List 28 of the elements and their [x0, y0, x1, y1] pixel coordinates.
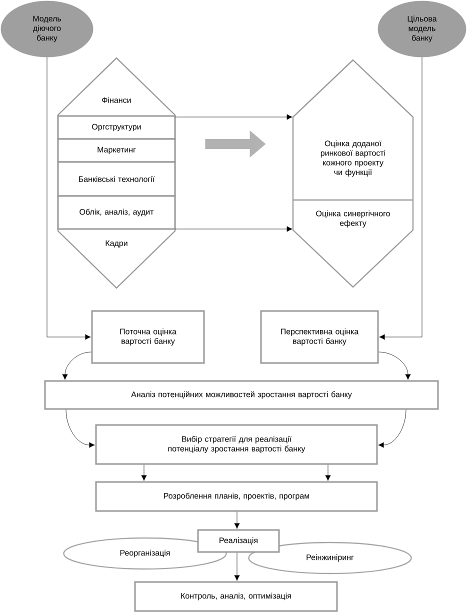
row-box: Оргструктури: [57, 115, 176, 140]
process-box: Розроблення планів, проектів, програм: [95, 481, 378, 512]
row-box: Маркетинг: [57, 138, 176, 163]
block-label: Оцінка доданої ринкової вартості кожного проекту чи функції: [320, 140, 386, 177]
arrow: [141, 464, 147, 481]
arrow: [62, 352, 92, 380]
arrow: [66, 410, 95, 448]
arrow: [378, 352, 411, 380]
arrow: [175, 114, 292, 120]
process-box: Контроль, аналіз, оптимізація: [134, 581, 338, 612]
arrow: [234, 512, 240, 529]
block-label: Фінанси: [102, 97, 131, 103]
block-label: Оцінка синергічного ефекту: [316, 210, 390, 228]
row-box: Банківські технології: [57, 161, 176, 197]
process-box: Вибір стратегії для реалізації потенціалу зростання вартості банку: [95, 424, 378, 465]
arrow: [325, 464, 331, 481]
process-box: Перспективна оцінка вартості банку: [260, 310, 379, 364]
process-box: Аналіз потенційних можливостей зростання вартості банку: [44, 380, 439, 410]
arrow: [379, 57, 422, 340]
row-box: Облік, аналіз, аудит: [57, 195, 176, 230]
arrow: [46, 57, 91, 340]
process-box: Поточна оцінка вартості банку: [91, 310, 205, 364]
block-label: Кадри: [106, 240, 128, 248]
process-box: Реалізація: [197, 529, 280, 553]
hexagon-block: [292, 59, 414, 288]
arrow: [234, 552, 240, 581]
arrow: [378, 410, 406, 448]
arrow: [175, 226, 292, 232]
